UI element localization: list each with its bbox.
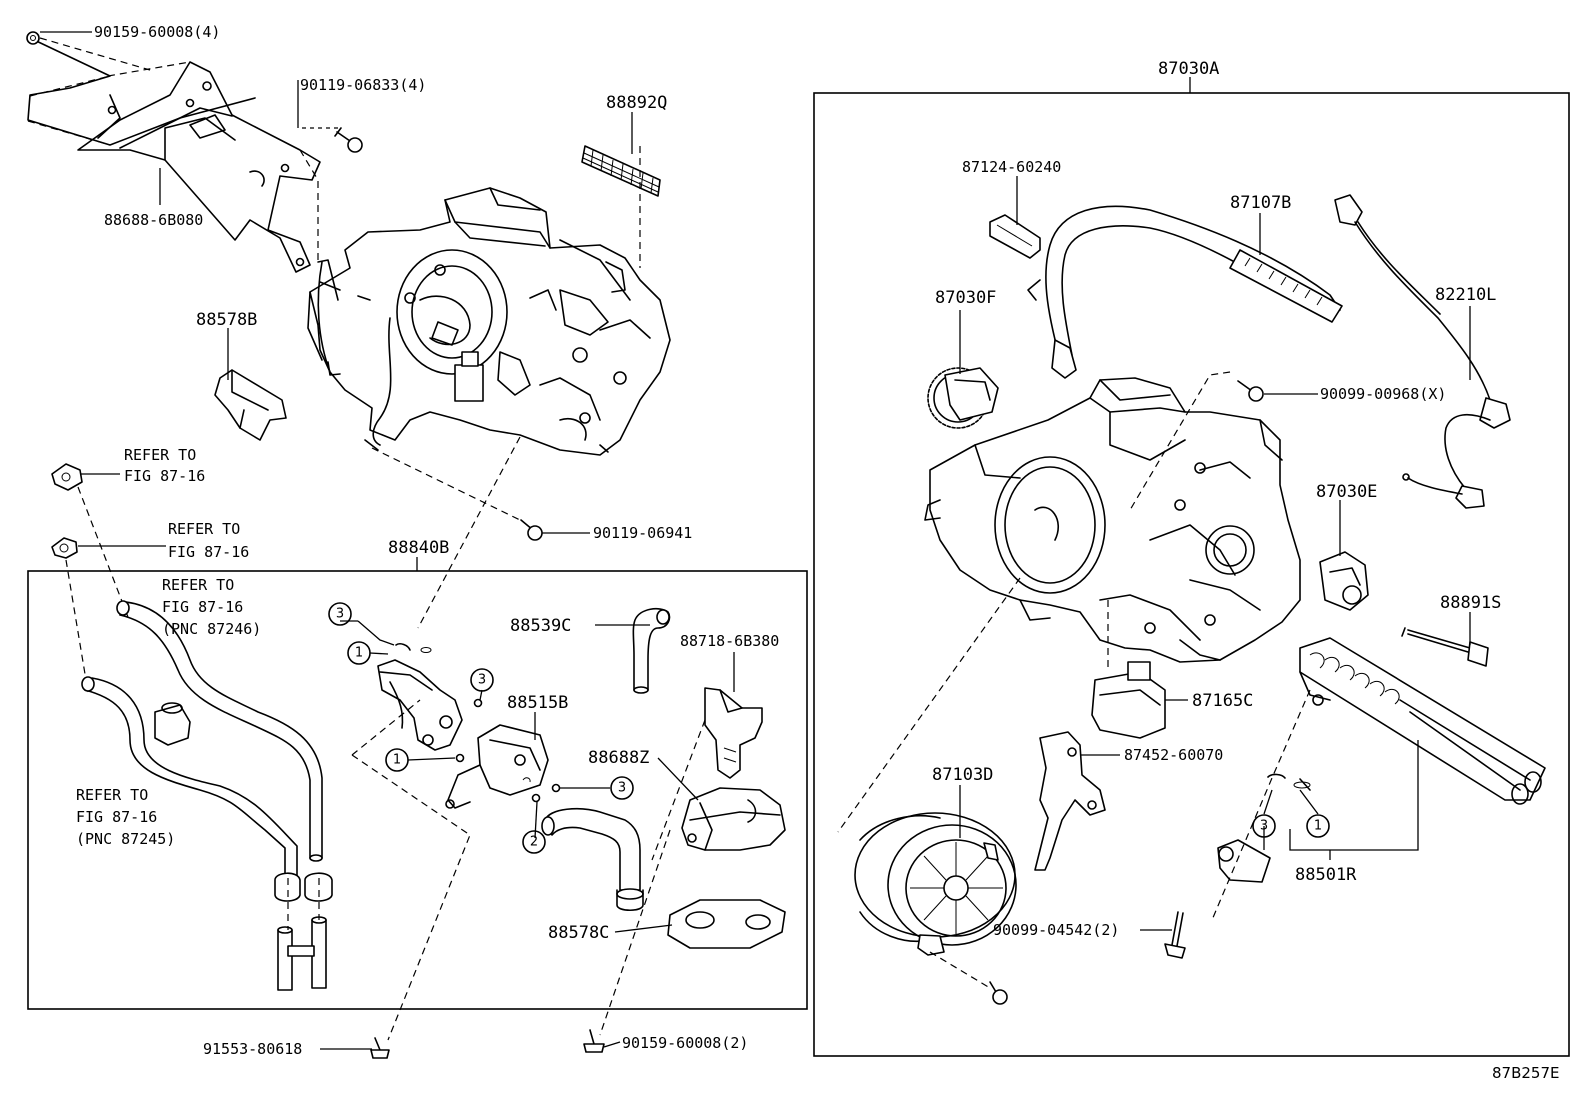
bracket-87452-60070-illustration — [1034, 731, 1106, 871]
svg-text:1: 1 — [393, 753, 401, 768]
label-87107B: 87107B — [1230, 193, 1291, 213]
motor-87165C-icon — [1091, 661, 1166, 739]
refer-note-1-line1: REFER TO — [124, 446, 196, 464]
damper-gear-87030F-icon — [927, 367, 999, 429]
callout-3-b: 3 — [470, 668, 494, 692]
label-87124-60240: 87124-60240 — [962, 158, 1061, 176]
svg-text:3: 3 — [336, 607, 344, 622]
label-88515B: 88515B — [507, 693, 568, 713]
actuator-87124-60240-icon — [989, 214, 1041, 259]
heater-core-87107B-illustration — [1027, 205, 1343, 379]
bolt-90119-06833-icon — [334, 127, 363, 153]
callout-3-a: 3 — [328, 602, 352, 626]
callout-1-b: 1 — [385, 748, 409, 772]
heater-unit-left-illustration — [307, 187, 671, 456]
refer-note-3-line2: FIG 87-16 — [162, 598, 243, 616]
bolt-91553-80618-icon — [370, 1037, 390, 1059]
label-88539C: 88539C — [510, 616, 571, 636]
bolt-90159-60008-bottom-icon — [583, 1029, 605, 1053]
bolt-90119-06941-icon — [520, 519, 543, 541]
label-88840B: 88840B — [388, 538, 449, 558]
label-82210L: 82210L — [1435, 285, 1496, 305]
label-90159-60008-4: 90159-60008(4) — [94, 23, 220, 41]
bolt-90099-00968-icon — [1237, 380, 1264, 402]
filter-88892Q-icon — [581, 145, 661, 197]
bracket-88688Z-illustration — [681, 787, 786, 851]
refer-note-4-line3: (PNC 87245) — [76, 830, 175, 848]
label-88578C: 88578C — [548, 923, 609, 943]
label-88718-6B380: 88718-6B380 — [680, 632, 779, 650]
label-90159-60008-2: 90159-60008(2) — [622, 1034, 748, 1052]
svg-text:1: 1 — [1314, 819, 1322, 834]
water-valve-upper-illustration — [377, 659, 463, 751]
label-87165C: 87165C — [1192, 691, 1253, 711]
sensor-88891S-icon — [1401, 627, 1489, 667]
blower-motor-87103D-illustration — [854, 812, 1017, 956]
label-90099-00968-X: 90099-00968(X) — [1320, 385, 1446, 403]
svg-text:3: 3 — [478, 673, 486, 688]
label-87030A: 87030A — [1158, 59, 1219, 79]
hose-87245-illustration — [81, 676, 298, 877]
svg-text:3: 3 — [618, 781, 626, 796]
svg-text:1: 1 — [355, 646, 363, 661]
label-88578B: 88578B — [196, 310, 257, 330]
svg-text:3: 3 — [1260, 819, 1268, 834]
evaporator-88501R-illustration — [1299, 637, 1546, 805]
callout-2: 2 — [522, 830, 546, 854]
clip-88578B-icon — [214, 369, 287, 441]
clamp-upper-icon — [51, 463, 83, 491]
label-87452-60070: 87452-60070 — [1124, 746, 1223, 764]
svg-text:2: 2 — [530, 835, 538, 850]
label-90119-06833-4: 90119-06833(4) — [300, 76, 426, 94]
label-88688Z: 88688Z — [588, 748, 649, 768]
label-88892Q: 88892Q — [606, 93, 667, 113]
label-87030E: 87030E — [1316, 482, 1377, 502]
wire-harness-82210L-illustration — [1334, 194, 1511, 509]
bolt-90099-04542-icon — [1164, 911, 1186, 959]
refer-note-1-line2: FIG 87-16 — [124, 467, 205, 485]
callout-3-c: 3 — [610, 776, 634, 800]
label-87030F: 87030F — [935, 288, 996, 308]
refer-note-2-line2: FIG 87-16 — [168, 543, 249, 561]
label-88688-6B080: 88688-6B080 — [104, 211, 203, 229]
pipe-elbow-lower-illustration — [541, 807, 644, 912]
label-87103D: 87103D — [932, 765, 993, 785]
callout-3-d: 3 — [1252, 814, 1276, 838]
hose-joint-pair-illustration — [274, 872, 333, 991]
label-88891S: 88891S — [1440, 593, 1501, 613]
refer-note-4-line1: REFER TO — [76, 786, 148, 804]
callout-1-a: 1 — [347, 641, 371, 665]
bolt-90159-60008-top-icon — [26, 31, 40, 45]
diagram-code: 87B257E — [1492, 1064, 1560, 1082]
refer-note-3-line3: (PNC 87246) — [162, 620, 261, 638]
refer-note-4-line2: FIG 87-16 — [76, 808, 157, 826]
ac-unit-right-illustration — [924, 377, 1301, 663]
bolt-blower-icon — [989, 981, 1008, 1005]
label-88501R: 88501R — [1295, 865, 1357, 885]
label-90099-04542-2: 90099-04542(2) — [993, 921, 1119, 939]
assembly-frame-87030A — [813, 92, 1570, 1057]
bracket-88718-6B380-illustration — [704, 687, 763, 779]
gasket-88578C-illustration — [667, 899, 786, 949]
callout-1-c: 1 — [1306, 814, 1330, 838]
label-90119-06941: 90119-06941 — [593, 524, 692, 542]
hose-87246-illustration — [116, 600, 323, 862]
actuator-87030E-icon — [1319, 551, 1369, 611]
label-91553-80618: 91553-80618 — [203, 1040, 302, 1058]
refer-note-2-line1: REFER TO — [168, 520, 240, 538]
refer-note-3-line1: REFER TO — [162, 576, 234, 594]
clamp-lower-icon — [51, 537, 78, 559]
hose-88539C-illustration — [632, 607, 671, 694]
grommet-icon — [1217, 839, 1271, 883]
valve-88515B-illustration — [445, 724, 549, 809]
bracket-88688-6B080 — [27, 37, 321, 273]
